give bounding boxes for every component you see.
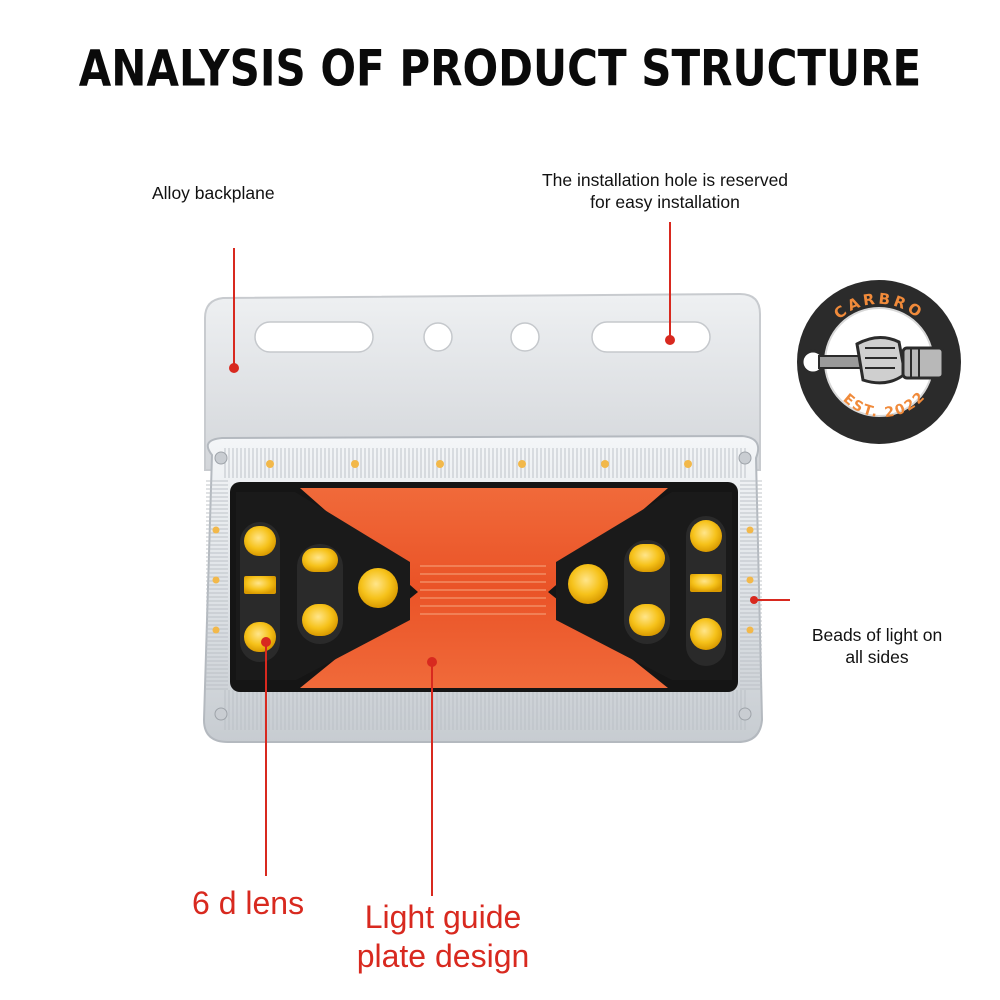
label-text: 6 d lens	[192, 885, 305, 921]
led-lens	[302, 604, 338, 636]
led-lens	[244, 526, 276, 556]
mounting-hole-right	[510, 322, 540, 352]
side-light-beads	[212, 460, 754, 634]
mounting-hole-left	[423, 322, 453, 352]
led-lens	[629, 544, 665, 572]
label-alloy-backplane: Alloy backplane	[152, 182, 275, 204]
led-lens	[690, 520, 722, 552]
carbro-logo: CARBRO EST. 2022	[797, 280, 961, 444]
left-led-cluster	[236, 492, 410, 680]
led-lens	[629, 604, 665, 636]
callout-dots	[229, 335, 758, 667]
label-beads-of-light: Beads of light on all sides	[782, 624, 972, 668]
led-lens	[244, 576, 276, 594]
label-6d-lens: 6 d lens	[192, 884, 304, 923]
label-line: Light guide	[364, 899, 522, 935]
led-lens	[568, 564, 608, 604]
label-line: all sides	[845, 647, 909, 667]
alloy-backplane	[204, 292, 761, 471]
mounting-slot-left	[254, 321, 374, 353]
led-lens	[690, 618, 722, 650]
label-line: The installation hole is reserved	[541, 170, 789, 190]
light-guide-plate	[300, 488, 668, 688]
piston-fist-icon	[800, 336, 945, 385]
right-led-cluster	[556, 492, 732, 680]
led-lens	[690, 574, 722, 592]
led-lens	[358, 568, 398, 608]
callout-lines	[233, 222, 790, 896]
mounting-slot-right	[591, 321, 711, 353]
label-line: for easy installation	[590, 192, 740, 212]
led-lens	[244, 622, 276, 652]
page-title: ANALYSIS OF PRODUCT STRUCTURE	[78, 39, 922, 98]
label-text: Alloy backplane	[152, 183, 275, 203]
label-installation-hole: The installation hole is reserved for ea…	[500, 169, 830, 213]
label-line: Beads of light on	[811, 625, 943, 645]
label-line: plate design	[356, 938, 530, 974]
label-light-guide: Light guide plate design	[338, 898, 548, 976]
led-lens	[302, 548, 338, 572]
